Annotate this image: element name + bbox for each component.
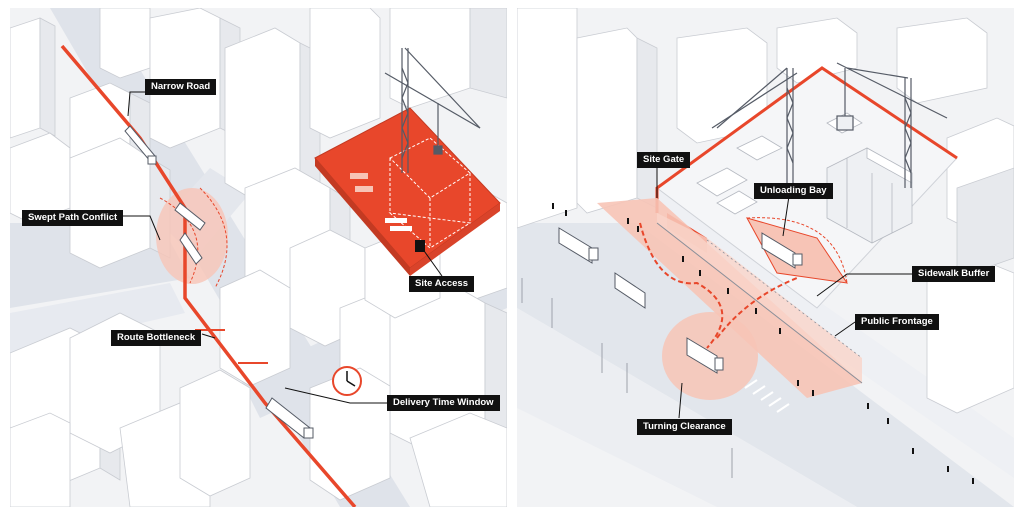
left-map-drawing xyxy=(10,8,507,507)
buildings-center xyxy=(99,8,507,507)
right-site-drawing xyxy=(517,8,1014,507)
label-route-bottleneck: Route Bottleneck xyxy=(111,330,202,346)
leader-lines-left xyxy=(110,91,443,404)
label-narrow-road: Narrow Road xyxy=(145,79,217,95)
label-sidewalk-buffer: Sidewalk Buffer xyxy=(912,266,996,282)
right-panel-site-logistics: Site Gate Unloading Bay Sidewalk Buffer … xyxy=(517,8,1014,507)
clock-icon xyxy=(332,366,362,396)
crosswalk xyxy=(744,379,790,413)
label-delivery-time-window: Delivery Time Window xyxy=(387,395,500,411)
street-trees xyxy=(521,278,733,478)
leader-lines-right xyxy=(656,166,912,419)
tower-cranes-right xyxy=(711,62,948,188)
construction-site xyxy=(314,107,501,276)
label-turning-clearance: Turning Clearance xyxy=(637,419,732,435)
delivery-route xyxy=(60,44,357,507)
label-public-frontage: Public Frontage xyxy=(855,314,939,330)
label-site-gate: Site Gate xyxy=(637,152,691,168)
buildings-right xyxy=(517,8,1014,414)
label-site-access: Site Access xyxy=(409,276,474,292)
left-panel-route-map: Narrow Road Swept Path Conflict Site Acc… xyxy=(10,8,507,507)
label-swept-path-conflict: Swept Path Conflict xyxy=(22,210,124,226)
trucks-right xyxy=(558,227,803,374)
trucks-left xyxy=(124,125,314,439)
label-unloading-bay: Unloading Bay xyxy=(754,183,833,199)
tower-crane-left xyxy=(384,47,481,173)
pedestrians xyxy=(552,203,974,484)
